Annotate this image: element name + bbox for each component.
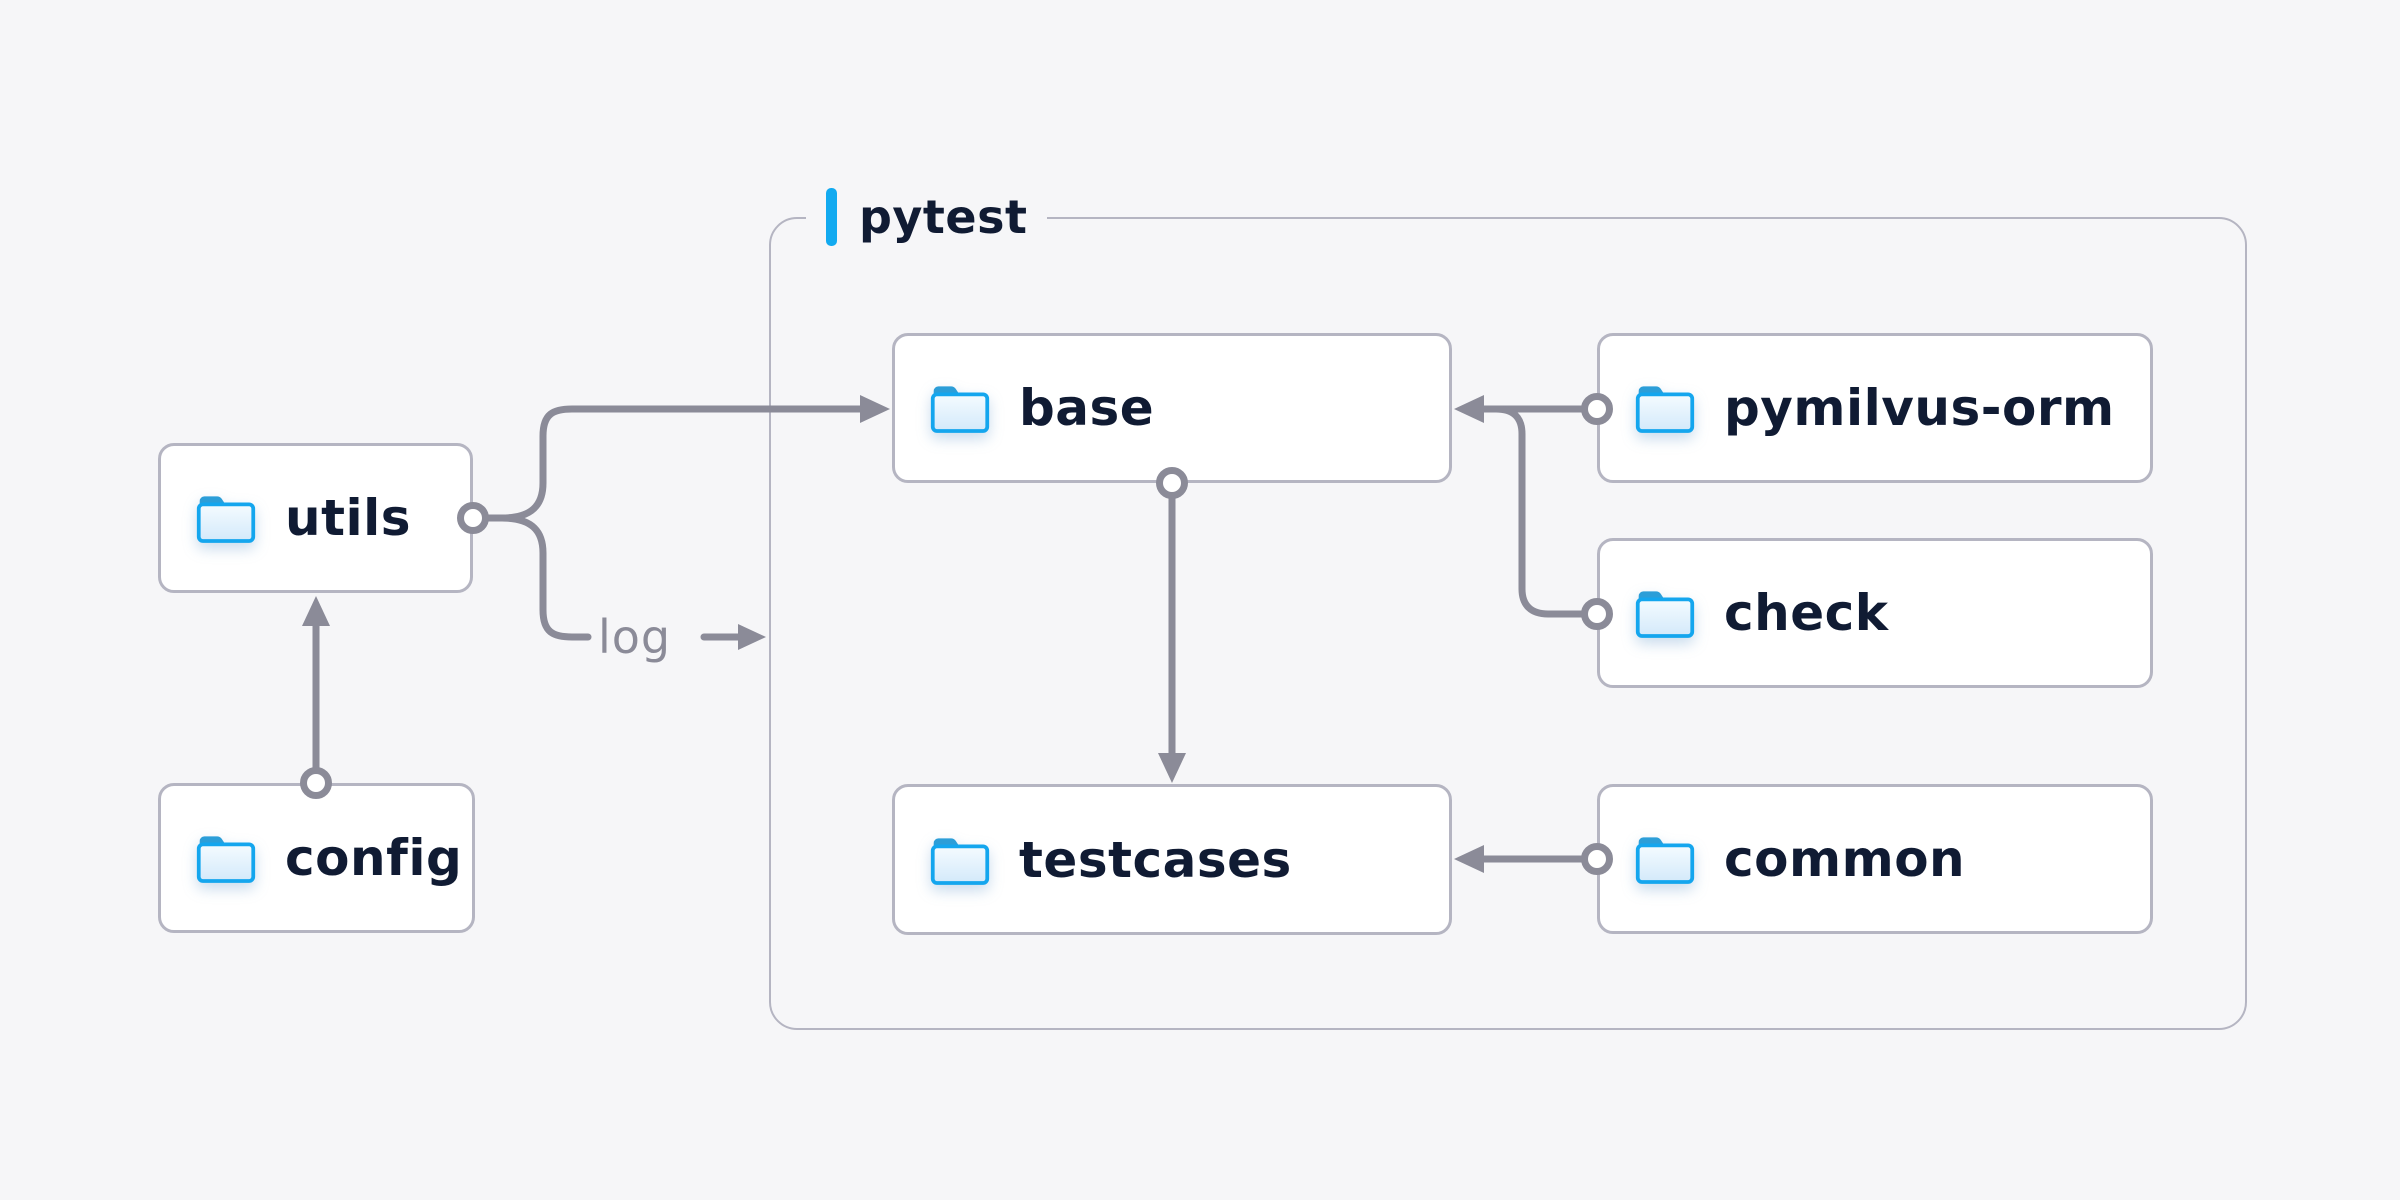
node-config: config (158, 783, 475, 933)
node-label: utils (285, 489, 412, 547)
folder-icon (1635, 591, 1695, 638)
node-label: testcases (1019, 830, 1292, 889)
folder-icon (196, 496, 256, 543)
node-testcases: testcases (892, 784, 1452, 935)
node-label: common (1724, 830, 1966, 888)
folder-icon (196, 836, 256, 883)
folder-icon (1635, 386, 1695, 433)
node-label: base (1019, 379, 1155, 437)
log-label: log (598, 610, 672, 664)
node-utils: utils (158, 443, 473, 593)
blue-bar-icon (826, 188, 837, 246)
folder-icon (930, 386, 990, 433)
node-check: check (1597, 538, 2153, 688)
folder-icon (930, 837, 990, 885)
node-common: common (1597, 784, 2153, 934)
node-pymilvus-orm: pymilvus-orm (1597, 333, 2153, 483)
pytest-group-label: pytest (806, 178, 1048, 256)
arrowhead-log (738, 624, 766, 650)
folder-icon (1635, 837, 1695, 884)
edge-utils-log (498, 514, 592, 641)
node-label: config (285, 829, 463, 887)
node-label: check (1724, 584, 1889, 642)
arrowhead-into-utils (302, 596, 330, 626)
node-label: pymilvus-orm (1724, 379, 2115, 437)
group-title: pytest (859, 190, 1028, 244)
node-base: base (892, 333, 1452, 483)
pytest-group-container (769, 217, 2247, 1030)
